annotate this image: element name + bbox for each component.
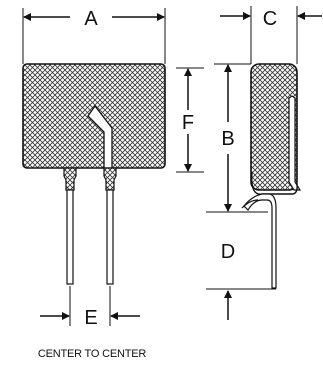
center-to-center-caption: CENTER TO CENTER	[38, 348, 146, 360]
side-lead-left-stub	[241, 199, 259, 209]
capacitor-body-side	[250, 63, 298, 191]
dimension-label-f: F	[182, 112, 194, 134]
dimension-label-c: C	[263, 8, 277, 30]
side-lead-bend	[243, 193, 277, 289]
side-view: C B D	[206, 6, 322, 320]
side-lead-frame	[288, 95, 302, 191]
dimension-f: F	[176, 67, 204, 173]
lead-right	[87, 104, 117, 285]
dimension-label-b: B	[221, 128, 234, 150]
dimension-label-e: E	[84, 307, 97, 329]
dimension-label-a: A	[84, 8, 98, 30]
side-body-bottom	[251, 171, 298, 195]
front-view: A E CENTER TO CENTER	[22, 8, 166, 360]
dimension-label-d: D	[221, 241, 235, 263]
lead-left	[63, 167, 77, 285]
